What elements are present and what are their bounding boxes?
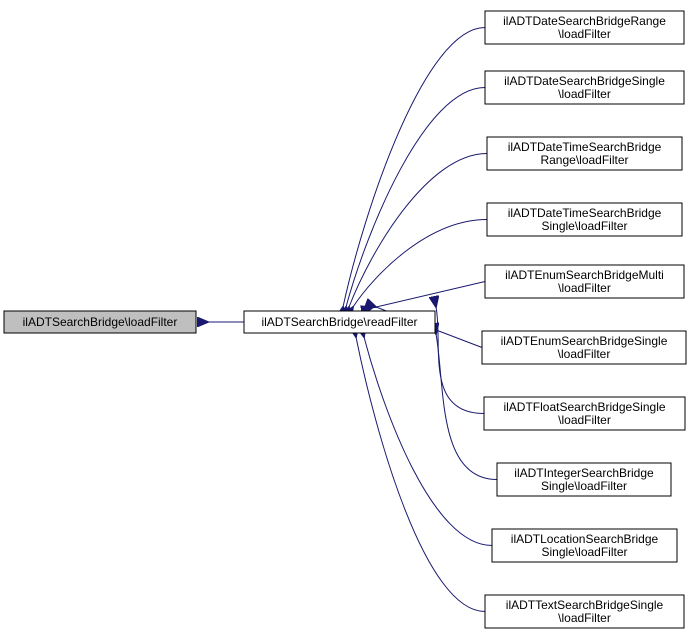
edge-caller-3-to-readfilter [349, 153, 488, 308]
node-caller-7[interactable]: ilADTFloatSearchBridgeSingle\loadFilter [483, 396, 686, 431]
node-caller-box [484, 264, 685, 299]
node-caller-label-line1: ilADTDateSearchBridgeSingle [504, 74, 665, 88]
node-caller-label-line1: ilADTDateSearchBridgeRange [503, 14, 666, 28]
edge-caller-4-to-readfilter [353, 219, 488, 308]
node-root-box [3, 310, 197, 334]
node-caller-label-line1: ilADTLocationSearchBridge [511, 532, 659, 546]
edge-caller-2-to-readfilter [346, 87, 486, 308]
node-readfilter-box [243, 310, 436, 334]
node-root-loadfilter[interactable]: ilADTSearchBridge\loadFilter [3, 310, 197, 334]
node-caller-8[interactable]: ilADTIntegerSearchBridgeSingle\loadFilte… [496, 462, 672, 497]
node-readfilter-label: ilADTSearchBridge\readFilter [261, 315, 417, 329]
node-caller-box [484, 10, 685, 45]
node-caller-label-line1: ilADTEnumSearchBridgeMulti [505, 268, 664, 282]
node-caller-label-line2: Single\loadFilter [541, 479, 627, 493]
node-caller-label-line2: \loadFilter [558, 27, 611, 41]
node-caller-box [483, 396, 686, 431]
node-caller-label-line2: \loadFilter [558, 87, 611, 101]
edge-caller-8-to-readfilter [436, 334, 498, 480]
node-caller-box [484, 70, 685, 105]
node-caller-6[interactable]: ilADTEnumSearchBridgeSingle\loadFilter [481, 330, 687, 365]
edge-caller-9-to-readfilter [364, 337, 493, 546]
node-caller-label-line1: ilADTDateTimeSearchBridge [508, 140, 662, 154]
node-caller-label-line2: Range\loadFilter [540, 153, 628, 167]
node-caller-label-line2: Single\loadFilter [541, 545, 627, 559]
node-caller-2[interactable]: ilADTDateSearchBridgeSingle\loadFilter [484, 70, 685, 105]
edge-caller-10-to-readfilter [356, 337, 486, 612]
node-caller-box [491, 528, 678, 563]
node-caller-9[interactable]: ilADTLocationSearchBridgeSingle\loadFilt… [491, 528, 678, 563]
node-caller-10[interactable]: ilADTTextSearchBridgeSingle\loadFilter [484, 594, 685, 629]
node-caller-label-line1: ilADTIntegerSearchBridge [514, 466, 654, 480]
node-caller-box [486, 202, 683, 237]
node-caller-5[interactable]: ilADTEnumSearchBridgeMulti\loadFilter [484, 264, 685, 299]
node-caller-label-line1: ilADTTextSearchBridgeSingle [506, 598, 664, 612]
node-caller-label-line2: Single\loadFilter [541, 219, 627, 233]
node-readfilter[interactable]: ilADTSearchBridge\readFilter [243, 310, 436, 334]
caller-nodes: ilADTDateSearchBridgeRange\loadFilterilA… [481, 10, 687, 629]
node-caller-label-line2: \loadFilter [558, 347, 611, 361]
node-caller-box [496, 462, 672, 497]
node-caller-label-line1: ilADTDateTimeSearchBridge [508, 206, 662, 220]
node-caller-box [486, 136, 683, 171]
node-caller-label-line1: ilADTFloatSearchBridgeSingle [503, 400, 665, 414]
edge-caller-5-to-readfilter [372, 281, 486, 309]
node-caller-label-line1: ilADTEnumSearchBridgeSingle [501, 334, 668, 348]
node-caller-label-line2: \loadFilter [558, 281, 611, 295]
node-caller-1[interactable]: ilADTDateSearchBridgeRange\loadFilter [484, 10, 685, 45]
node-caller-box [481, 330, 687, 365]
node-caller-label-line2: \loadFilter [558, 413, 611, 427]
node-caller-box [484, 594, 685, 629]
node-caller-3[interactable]: ilADTDateTimeSearchBridgeRange\loadFilte… [486, 136, 683, 171]
edge-caller-1-to-readfilter [343, 27, 486, 308]
node-root-label: ilADTSearchBridge\loadFilter [23, 315, 178, 329]
node-caller-4[interactable]: ilADTDateTimeSearchBridgeSingle\loadFilt… [486, 202, 683, 237]
node-caller-label-line2: \loadFilter [558, 611, 611, 625]
